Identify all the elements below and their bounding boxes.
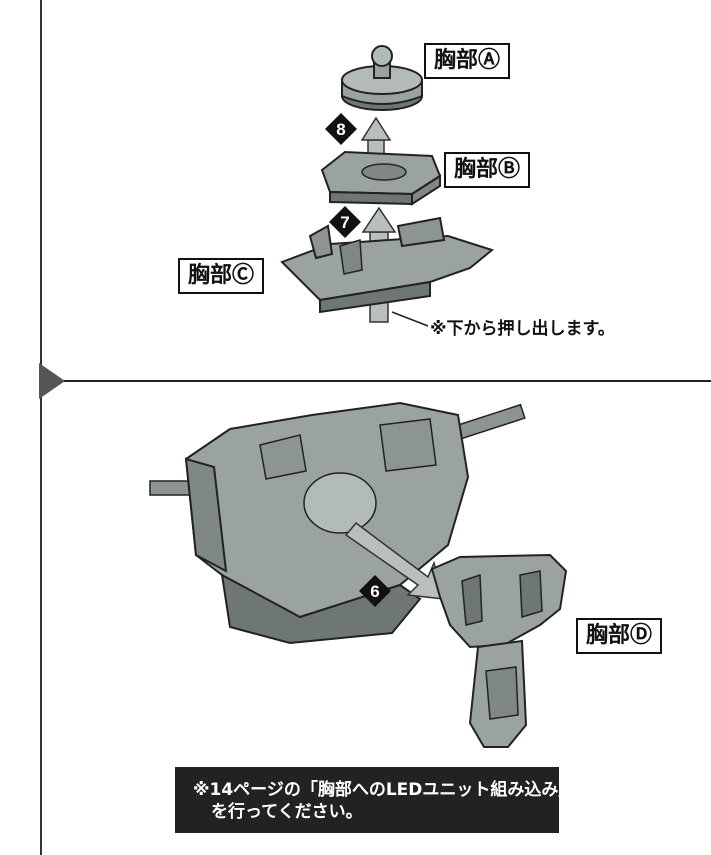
chest-part-a bbox=[341, 45, 423, 111]
push-out-note: ※下から押し出します。 bbox=[430, 319, 615, 339]
left-margin-line bbox=[40, 0, 42, 855]
note-line-1: ※14ページの「胸部へのLEDユニット組み込み」 bbox=[193, 780, 576, 800]
threaded-rod-right bbox=[451, 403, 526, 442]
torso-assembly-illustration bbox=[149, 401, 568, 748]
svg-text:6: 6 bbox=[370, 582, 379, 601]
chest-assembly-illustration bbox=[280, 45, 495, 327]
chest-part-b bbox=[320, 150, 442, 206]
step-badge-6: 6 bbox=[359, 575, 391, 607]
torso-body bbox=[184, 401, 470, 645]
section-divider bbox=[40, 380, 711, 382]
step-pointer-arrow bbox=[39, 363, 65, 399]
label-chest-b: 胸部Ⓑ bbox=[444, 152, 531, 188]
chest-part-c bbox=[280, 216, 495, 314]
step-badge-8: 8 bbox=[325, 113, 357, 145]
svg-text:8: 8 bbox=[336, 120, 345, 139]
step-badge-7: 7 bbox=[329, 206, 361, 238]
label-chest-a: 胸部Ⓐ bbox=[424, 43, 511, 79]
svg-text:7: 7 bbox=[340, 213, 349, 232]
note-line-2: を行ってください。 bbox=[211, 802, 363, 822]
note-leader-line bbox=[391, 311, 429, 327]
led-unit-instruction-note: ※14ページの「胸部へのLEDユニット組み込み」 を行ってください。 bbox=[175, 767, 576, 833]
label-chest-d: 胸部Ⓓ bbox=[576, 618, 663, 654]
chest-part-d bbox=[430, 553, 568, 748]
label-chest-c: 胸部Ⓒ bbox=[178, 258, 265, 294]
